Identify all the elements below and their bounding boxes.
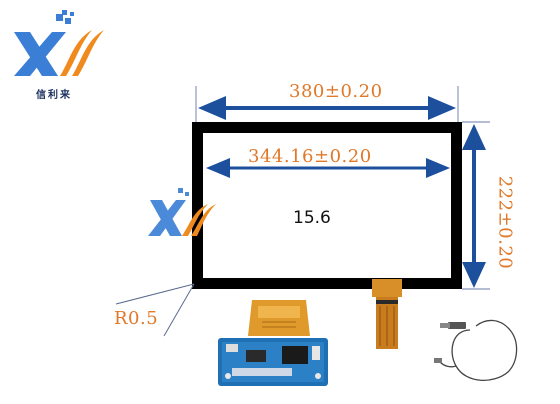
corner-radius-label: R0.5 [114,308,159,329]
brand-name: 信利来 [36,90,72,101]
inner-width-dimension [206,158,450,178]
usb-cable [434,319,518,382]
corner-radius-leader [115,283,195,337]
inner-width-label: 344.16±0.20 [248,146,372,167]
outer-width-label: 380±0.20 [289,81,383,102]
height-dimension [462,121,490,290]
controller-board [218,300,328,386]
height-label: 222±0.20 [494,175,516,270]
touch-panel-frame [192,122,462,289]
watermark-logo [148,188,216,236]
outer-width-dimension [195,86,459,124]
panel-size-label: 15.6 [293,208,331,228]
fpc-tail [372,279,402,349]
brand-logo [14,10,104,76]
